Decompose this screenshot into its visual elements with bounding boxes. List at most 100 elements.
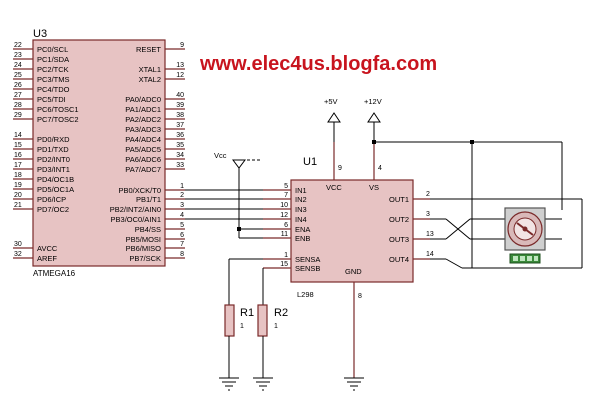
u3-right-pin-name: PA2/ADC2 [125, 115, 161, 124]
u3-right-pin-number: 2 [180, 192, 184, 199]
u1-vcc-pin-number: 9 [338, 165, 342, 172]
u3-right-pin-name: PB5/MOSI [126, 235, 161, 244]
u1-vcc-label: VCC [326, 183, 342, 192]
u1-input-pin-number: 10 [280, 202, 288, 209]
u1-output-pin-number: 2 [426, 191, 430, 198]
u3-left-pin-number: 26 [14, 82, 22, 89]
u1-vs-pin-number: 4 [378, 165, 382, 172]
u3-right-pin-name: PB0/XCK/T0 [118, 186, 161, 195]
u1-vs-label: VS [369, 183, 379, 192]
u3-right-pin-name: PA1/ADC1 [125, 105, 161, 114]
vcc-terminal-label: Vcc [214, 151, 227, 160]
ground-symbol-u1 [344, 377, 364, 391]
r1-value: 1 [240, 323, 244, 330]
u3-left-pin-name: PC6/TOSC1 [37, 105, 79, 114]
u1-input-pin-name: ENA [295, 225, 310, 234]
u3-right-pin-number: 9 [180, 42, 184, 49]
u3-left-pin-number: 18 [14, 172, 22, 179]
u3-left-pin-number: 21 [14, 202, 22, 209]
u3-right-pin-number: 39 [176, 102, 184, 109]
ground-symbol-r1 [219, 377, 239, 391]
u1-input-pin-number: 6 [284, 222, 288, 229]
u3-right-pin-number: 6 [180, 232, 184, 239]
u3-right-pin-name: PA5/ADC5 [125, 145, 161, 154]
u3-right-pin-name: PB4/SS [135, 225, 161, 234]
u3-left-pin-name: PD0/RXD [37, 135, 70, 144]
u3-left-pin-name: AREF [37, 254, 57, 263]
u3-part-label: ATMEGA16 [33, 269, 76, 278]
u3-right-pin-name: XTAL1 [139, 65, 161, 74]
u3-left-pin-name: PD5/OC1A [37, 185, 74, 194]
u3-right-pin-name: PA3/ADC3 [125, 125, 161, 134]
ground-symbol-r2 [253, 377, 273, 391]
u3-right-pin-number: 33 [176, 162, 184, 169]
u3-ref-label: U3 [33, 28, 47, 40]
u3-right-pins: 9RESET13XTAL112XTAL240PA0/ADC039PA1/ADC1… [110, 42, 185, 263]
u1-input-pin-name: ENB [295, 234, 310, 243]
u3-left-pin-name: PC5/TDI [37, 95, 66, 104]
u3-left-pin-name: PD6/ICP [37, 195, 66, 204]
plus12v-arrow [367, 112, 381, 123]
u3-left-pin-name: PC0/SCL [37, 45, 68, 54]
u1-input-pin-name: IN4 [295, 215, 307, 224]
u1-output-pin-name: OUT3 [389, 235, 409, 244]
u3-right-pin-number: 35 [176, 142, 184, 149]
u1-part-label: L298 [297, 290, 314, 299]
u1-gnd-label: GND [345, 267, 362, 276]
r2-value: 1 [274, 323, 278, 330]
u3-left-pin-number: 17 [14, 162, 22, 169]
u3-right-pin-number: 37 [176, 122, 184, 129]
u3-right-pin-number: 12 [176, 72, 184, 79]
u1-input-pin-number: 5 [284, 183, 288, 190]
u3-left-pin-name: PC1/SDA [37, 55, 69, 64]
u3-left-pin-name: AVCC [37, 244, 58, 253]
u3-left-pin-number: 22 [14, 42, 22, 49]
u3-left-pin-number: 19 [14, 182, 22, 189]
u3-left-pin-name: PD7/OC2 [37, 205, 69, 214]
plus5v-label: +5V [324, 97, 338, 106]
u1-output-pin-number: 13 [426, 231, 434, 238]
u1-input-pin-number: 12 [280, 212, 288, 219]
u3-left-pin-number: 25 [14, 72, 22, 79]
u3-right-pin-number: 3 [180, 202, 184, 209]
u3-right-pin-number: 36 [176, 132, 184, 139]
u3-left-pin-number: 23 [14, 52, 22, 59]
r1-ref: R1 [240, 307, 254, 319]
u3-right-pin-name: PB7/SCK [129, 254, 161, 263]
u1-input-pin-number: 11 [281, 231, 288, 238]
u3-left-pin-name: PD3/INT1 [37, 165, 70, 174]
u3-right-pin-name: PA4/ADC4 [125, 135, 161, 144]
junction-vs [372, 140, 376, 144]
website-url: www.elec4us.blogfa.com [199, 53, 437, 75]
u3-right-pin-number: 40 [176, 92, 184, 99]
u3-right-pin-name: PB3/OC0/AIN1 [111, 215, 161, 224]
u3-left-pin-number: 24 [14, 62, 22, 69]
u3-right-pin-number: 38 [176, 112, 184, 119]
u1-ref-label: U1 [303, 156, 317, 168]
u3-left-pin-number: 27 [14, 92, 22, 99]
u3-right-pin-number: 1 [180, 183, 184, 190]
u3-left-pin-number: 32 [14, 251, 22, 258]
u1-output-pin-name: OUT2 [389, 215, 409, 224]
u3-right-pin-name: PB1/T1 [136, 195, 161, 204]
u1-chip-body [290, 179, 414, 283]
u1-output-pin-number: 3 [426, 211, 430, 218]
motor-position-indicator [509, 253, 541, 264]
u3-left-pin-name: PD1/TXD [37, 145, 69, 154]
r1-body [224, 304, 235, 337]
u3-right-pin-name: PB6/MISO [126, 244, 162, 253]
u1-input-pin-name: IN2 [295, 195, 307, 204]
junction-ena [237, 227, 241, 231]
u1-input-pin-name: IN3 [295, 205, 307, 214]
u3-right-pin-name: PA7/ADC7 [125, 165, 161, 174]
u1-sense-pin-number: 15 [280, 261, 288, 268]
u1-sense-pin-name: SENSB [295, 264, 320, 273]
vcc-terminal-arrow [232, 159, 246, 169]
plus5v-arrow [327, 112, 341, 123]
u1-sense-pin-name: SENSA [295, 255, 320, 264]
u3-left-pin-name: PD2/INT0 [37, 155, 70, 164]
